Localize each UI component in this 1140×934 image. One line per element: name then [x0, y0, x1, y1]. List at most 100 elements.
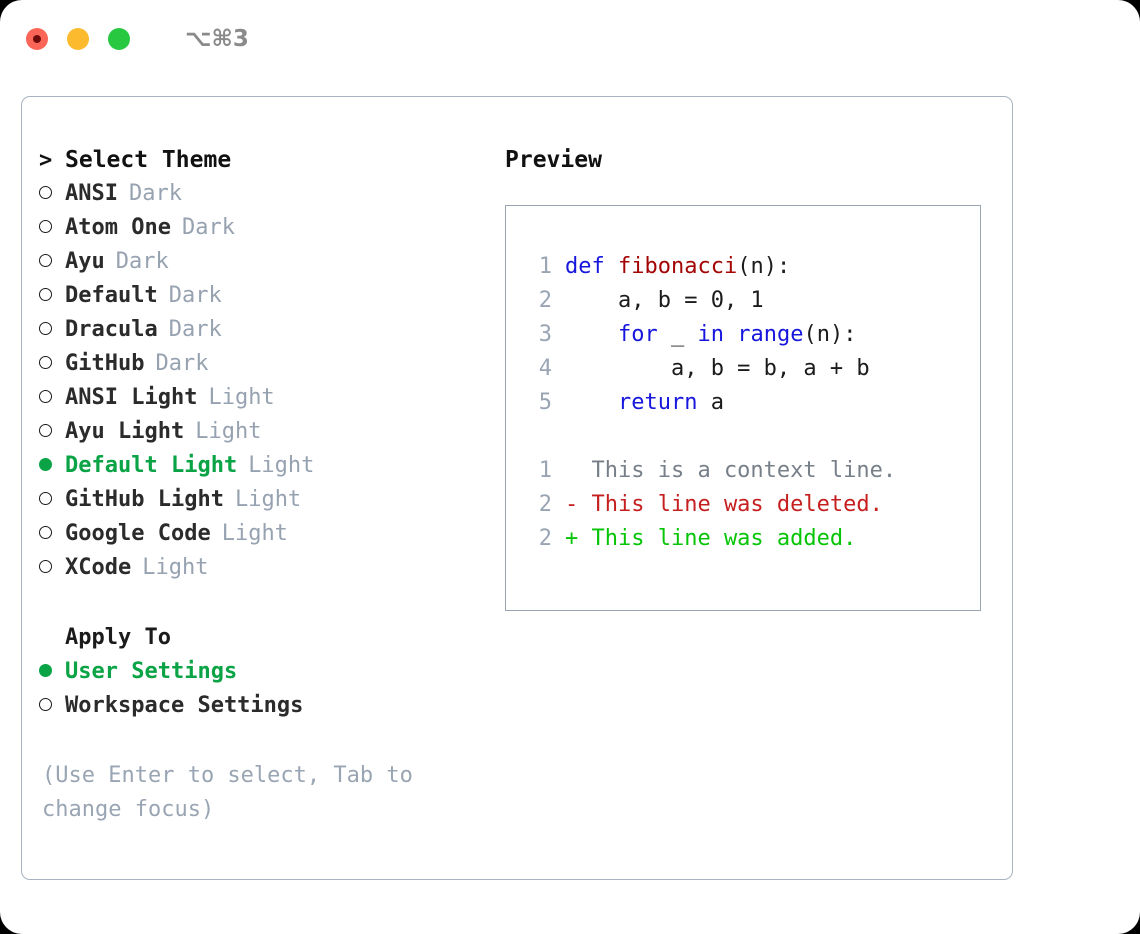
- code-token-kw: for: [617, 322, 658, 347]
- keyboard-shortcut-label: ⌥⌘3: [185, 26, 249, 52]
- line-number: 4: [538, 356, 552, 381]
- line-number: 1: [538, 254, 552, 279]
- apply-to-option-label: User Settings: [65, 659, 238, 684]
- radio-unselected-icon: [39, 421, 65, 443]
- radio-glyph: [39, 220, 52, 233]
- radio-glyph: [39, 288, 52, 301]
- preview-title: Preview: [505, 147, 602, 173]
- radio-glyph: [39, 254, 52, 267]
- theme-item-category: Light: [234, 487, 302, 512]
- line-number: 5: [538, 390, 552, 415]
- apply-to-heading: ○ Apply To: [39, 625, 500, 659]
- radio-selected-icon: [39, 455, 65, 477]
- radio-unselected-icon: [39, 387, 65, 409]
- radio-unselected-icon: [39, 251, 65, 273]
- title-bar: ⌥⌘3: [0, 0, 1140, 78]
- maximize-button[interactable]: [108, 28, 130, 50]
- theme-item-label: XCode: [65, 555, 132, 580]
- keyboard-hint-text: (Use Enter to select, Tab to change focu…: [42, 763, 413, 822]
- theme-item-label: GitHub: [65, 351, 145, 376]
- page-title: Select Theme: [65, 147, 232, 173]
- minimize-button[interactable]: [67, 28, 89, 50]
- select-theme-heading: > Select Theme: [39, 147, 500, 181]
- radio-unselected-icon: [39, 285, 65, 307]
- theme-item-category: Dark: [115, 249, 169, 274]
- code-token-kw: return: [617, 390, 698, 415]
- code-text: def fibonacci(n):: [565, 250, 790, 284]
- radio-unselected-icon: [39, 217, 65, 239]
- theme-item-category: Light: [248, 453, 315, 478]
- code-line: 2 a, b = 0, 1: [506, 284, 980, 318]
- radio-glyph: [39, 492, 52, 505]
- code-text: for _ in range(n):: [565, 318, 856, 352]
- code-token-plain: a, b = b, a + b: [565, 356, 870, 381]
- radio-glyph: [39, 424, 52, 437]
- radio-unselected-icon: [39, 319, 65, 341]
- line-number: 2: [538, 526, 552, 551]
- line-number: 1: [538, 458, 552, 483]
- apply-to-label: Apply To: [65, 625, 171, 650]
- code-token-fn: fibonacci: [617, 254, 738, 279]
- theme-item-ayu[interactable]: Ayu Dark: [39, 249, 500, 283]
- theme-item-label: Default: [65, 283, 158, 308]
- radio-glyph: [39, 458, 52, 471]
- code-line: 4 a, b = b, a + b: [506, 352, 980, 386]
- radio-unselected-icon: [39, 489, 65, 511]
- theme-item-default[interactable]: Default Dark: [39, 283, 500, 317]
- code-line: 1 def fibonacci(n):: [506, 250, 980, 284]
- code-text: a, b = b, a + b: [565, 352, 870, 386]
- code-token-plain: _: [657, 322, 698, 347]
- radio-glyph: [39, 664, 52, 677]
- radio-glyph: [39, 356, 52, 369]
- radio-unselected-icon: [39, 353, 65, 375]
- theme-item-category: Dark: [168, 283, 222, 308]
- code-text: a, b = 0, 1: [565, 284, 764, 318]
- apply-to-option-user-settings[interactable]: User Settings: [39, 659, 500, 693]
- no-marker-placeholder: ○: [39, 627, 65, 649]
- diff-line-add: 2 + This line was added.: [506, 522, 980, 556]
- radio-glyph: [39, 322, 52, 335]
- traffic-lights: [26, 28, 130, 50]
- diff-sample: 1 This is a context line.2- This line wa…: [506, 454, 980, 556]
- code-token-plain: a: [697, 390, 724, 415]
- diff-text: This is a context line.: [565, 458, 897, 483]
- theme-item-label: Ayu Light: [65, 419, 185, 444]
- diff-text: + This line was added.: [565, 526, 857, 551]
- theme-item-category: Light: [208, 385, 275, 410]
- code-line: 3 for _ in range(n):: [506, 318, 980, 352]
- theme-item-category: Dark: [181, 215, 235, 240]
- apply-to-option-workspace-settings[interactable]: Workspace Settings: [39, 693, 500, 727]
- theme-item-label: Ayu: [65, 249, 105, 274]
- code-line: 5 return a: [506, 386, 980, 420]
- code-token-kw: range: [737, 322, 804, 347]
- code-token-plain: (n):: [803, 322, 857, 347]
- radio-glyph: [39, 698, 52, 711]
- radio-glyph: [39, 390, 52, 403]
- line-number: 3: [538, 322, 552, 347]
- radio-glyph: [39, 186, 52, 199]
- theme-item-label: Google Code: [65, 521, 211, 546]
- radio-selected-icon: [39, 661, 65, 683]
- radio-glyph: [39, 560, 52, 573]
- close-button[interactable]: [26, 28, 48, 50]
- line-number: 2: [538, 288, 552, 313]
- theme-item-category: Dark: [128, 181, 182, 206]
- spacer: [39, 589, 500, 625]
- diff-line-del: 2- This line was deleted.: [506, 488, 980, 522]
- diff-text: - This line was deleted.: [565, 492, 883, 517]
- radio-unselected-icon: [39, 183, 65, 205]
- code-token-kw: in: [697, 322, 738, 347]
